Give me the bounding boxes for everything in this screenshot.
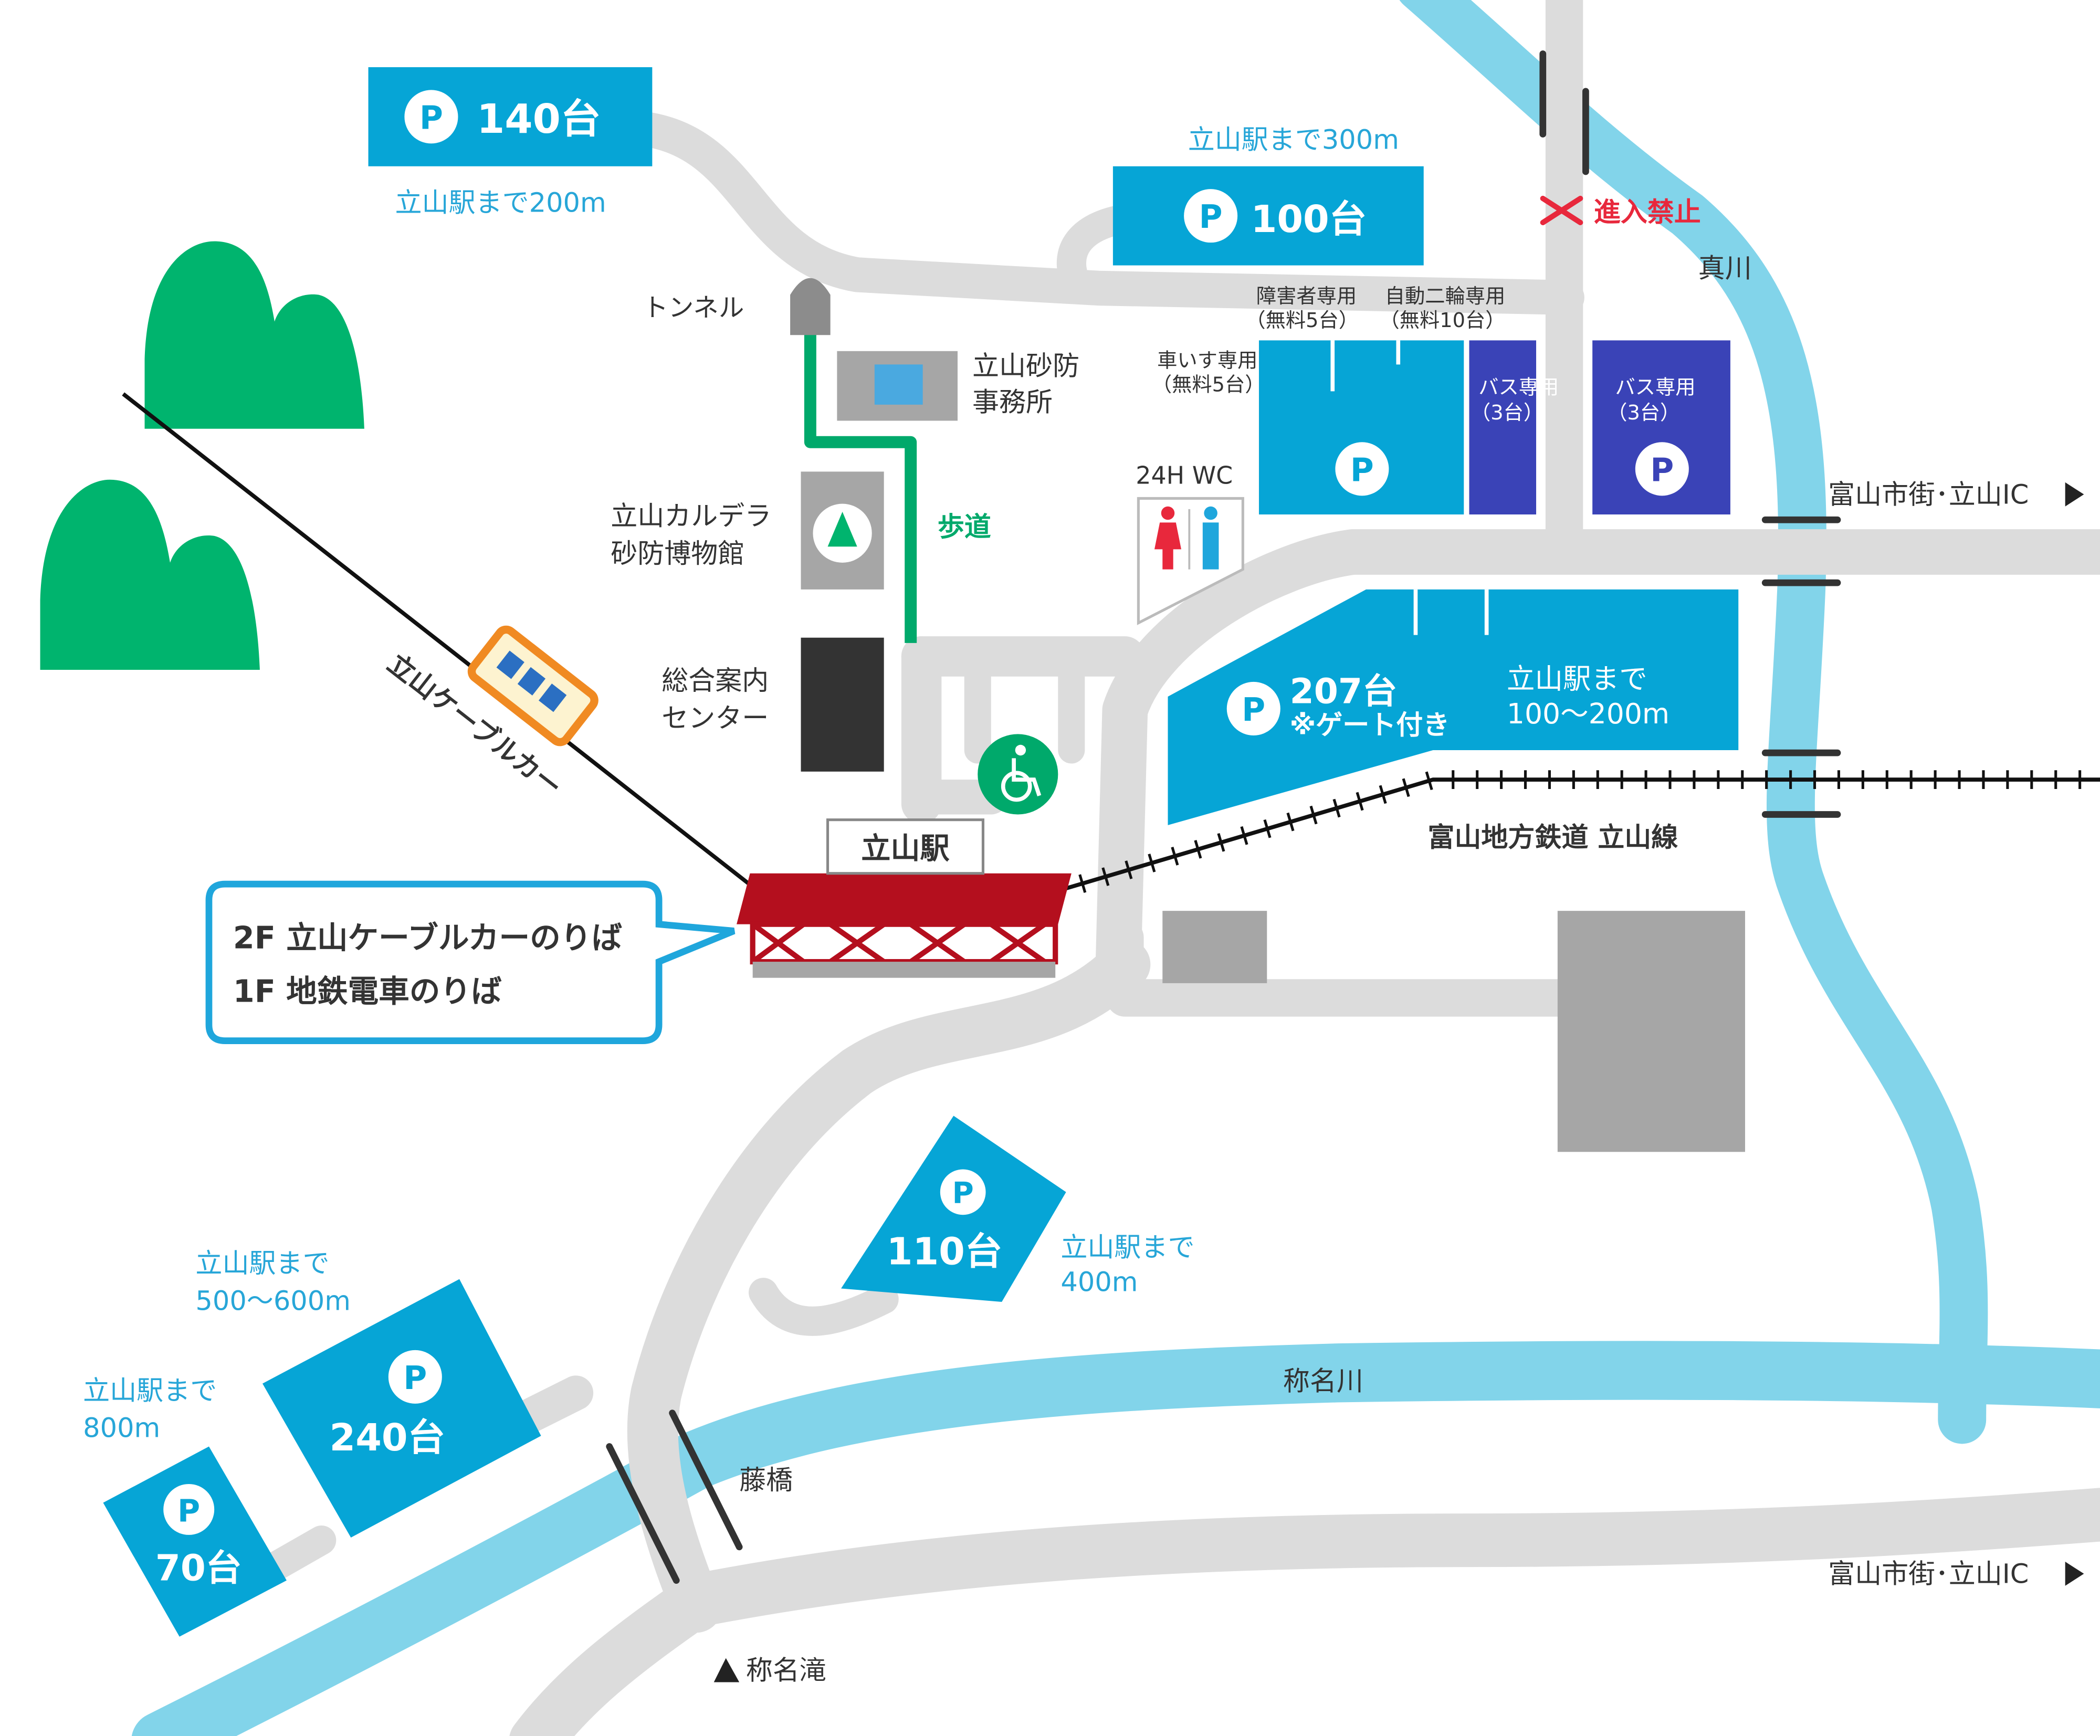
parking-p-icon: P [1184, 189, 1238, 243]
wheelchair-parking-label: 車いす専用 [1157, 349, 1257, 372]
info-center-building [801, 637, 884, 772]
museum-label-2: 砂防博物館 [611, 539, 744, 570]
footpath-label: 歩道 [938, 512, 991, 543]
road-network [213, 0, 2100, 1736]
svg-text:P: P [952, 1176, 974, 1210]
railway-label: 富山地方鉄道 立山線 [1427, 823, 1678, 854]
info-center-label-1: 総合案内 [662, 666, 769, 697]
station-callout [205, 880, 736, 1044]
tateyama-station-building [737, 818, 1072, 978]
svg-text:P: P [1650, 451, 1674, 489]
parking-p-icon: P [388, 1350, 442, 1404]
bus-2-label: バス専用 [1615, 375, 1696, 399]
parking-207-distance-1: 立山駅まで [1507, 662, 1647, 696]
parking-p-icon: P [163, 1484, 215, 1535]
parking-stall-lines [1330, 340, 1401, 392]
triangle-right-icon [2065, 1561, 2084, 1586]
parking-100-distance: 立山駅まで300m [1188, 125, 1399, 156]
to-city-label-1: 富山市街･立山IC [1828, 480, 2029, 511]
parking-140-distance: 立山駅まで200m [395, 187, 606, 218]
parking-70-distance-1: 立山駅まで [83, 1375, 217, 1406]
parking-p-icon: P [940, 1169, 986, 1215]
parking-100 [1112, 166, 1424, 266]
parking-70-count: 70台 [155, 1548, 242, 1590]
svg-text:P: P [419, 99, 443, 136]
river-shomyo [132, 1341, 2100, 1736]
museum-label-1: 立山カルデラ [611, 501, 771, 532]
no-entry-label: 進入禁止 [1594, 197, 1701, 228]
shomyo-river-label: 称名川 [1283, 1366, 1363, 1397]
bridge-label: 藤橋 [739, 1465, 793, 1496]
svg-text:P: P [403, 1360, 427, 1397]
tunnel-label: トンネル [643, 293, 744, 322]
restroom-icon [1137, 497, 1244, 625]
museum-tree-icon [813, 503, 872, 563]
footpath [804, 321, 917, 643]
parking-70 [103, 1446, 287, 1637]
parking-207 [1168, 589, 1739, 825]
svg-text:P: P [177, 1493, 200, 1529]
svg-text:P: P [1242, 691, 1265, 729]
callout-line-1: 2F 立山ケーブルカーのりば [233, 920, 623, 956]
river-makawa [1399, 0, 1988, 1444]
sabo-office-label-2: 事務所 [972, 387, 1053, 418]
info-center-label-2: センター [662, 703, 769, 734]
motorbike-parking-label: 自動二輪専用 [1385, 285, 1506, 308]
parking-207-count: 207台 [1290, 671, 1398, 712]
building-gray-small [1162, 911, 1267, 983]
parking-240 [262, 1279, 541, 1538]
parking-p-icon: P [1635, 442, 1689, 496]
parking-bus-1 [1469, 340, 1537, 515]
parking-240-distance-2: 500〜600m [195, 1286, 350, 1317]
parking-240-distance-1: 立山駅まで [195, 1248, 329, 1279]
triangle-up-icon [713, 1658, 740, 1682]
shomyo-falls-label: 称名滝 [746, 1655, 826, 1686]
motorbike-parking-note: （無料10台） [1380, 309, 1506, 332]
tree-icon [40, 241, 364, 670]
parking-240-count: 240台 [330, 1416, 445, 1459]
cable-car-line [122, 392, 754, 889]
parking-p-icon: P [404, 90, 458, 144]
parking-p-icon: P [1226, 681, 1280, 735]
bus-1-note: （3台） [1471, 401, 1544, 425]
disabled-parking-note: （無料5台） [1245, 309, 1359, 332]
parking-140-count: 140台 [477, 96, 601, 143]
to-city-label-2: 富山市街･立山IC [1828, 1559, 2029, 1590]
station-label: 立山駅 [861, 832, 949, 866]
building-gray-large [1557, 911, 1745, 1152]
cable-car-icon [467, 625, 598, 746]
triangle-right-icon [2065, 482, 2084, 507]
parking-207-distance-2: 100〜200m [1507, 697, 1670, 730]
parking-p-icon: P [1335, 442, 1389, 496]
svg-text:P: P [1199, 198, 1223, 236]
bus-1-label: バス専用 [1478, 375, 1559, 399]
bridge-lines [606, 50, 1841, 1584]
parking-110-distance-2: 400m [1060, 1267, 1138, 1298]
no-entry-x-icon [1540, 195, 1583, 226]
tunnel-icon [790, 278, 831, 335]
sabo-office-image [874, 364, 923, 405]
parking-stall-lines [1413, 589, 1489, 635]
railway-line [1055, 770, 2100, 900]
parking-110-count: 110台 [887, 1230, 1002, 1274]
wheelchair-parking-note: （無料5台） [1152, 373, 1265, 396]
bus-2-note: （3台） [1607, 401, 1680, 425]
wheelchair-icon [978, 734, 1058, 815]
wc-label: 24H WC [1136, 461, 1233, 489]
makawa-label: 真川 [1698, 253, 1752, 284]
parking-110-distance-1: 立山駅まで [1060, 1232, 1194, 1263]
parking-100-count: 100台 [1251, 197, 1367, 241]
parking-70-distance-2: 800m [83, 1413, 160, 1444]
parking-207-note: ※ゲート付き [1290, 710, 1450, 741]
disabled-parking-label: 障害者専用 [1256, 285, 1357, 308]
callout-line-2: 1F 地鉄電車のりば [233, 974, 502, 1009]
svg-text:P: P [1350, 451, 1374, 489]
sabo-office-label-1: 立山砂防 [972, 351, 1079, 382]
